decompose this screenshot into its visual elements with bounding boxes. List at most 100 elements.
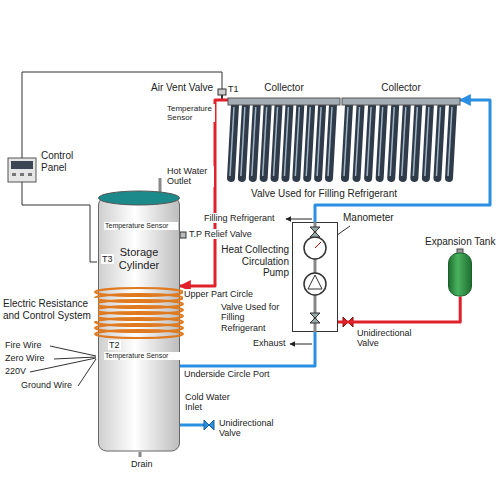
node-text: Collector (228, 82, 340, 94)
air-vent-valve (218, 89, 226, 99)
tube-highlight (230, 107, 234, 176)
part-label: Filling Refrigerant (203, 213, 276, 223)
vacuum-tube (357, 105, 361, 178)
node-text: Collector (342, 82, 460, 94)
filling-arrow (286, 219, 312, 220)
part-label: Hot Water Outlet (166, 166, 214, 187)
tube-highlight (356, 107, 360, 176)
tube-highlight (367, 107, 371, 176)
vacuum-tube (414, 105, 418, 178)
node-text: Control Panel (40, 150, 88, 173)
pipe-connector (338, 297, 460, 323)
tube-highlight (306, 107, 310, 176)
vacuum-tube (242, 105, 246, 178)
pump-station-art (292, 222, 338, 332)
part-label: 220V (4, 366, 27, 376)
part-label: Temperature Sensor (104, 222, 178, 230)
part-label: Ground Wire (20, 380, 73, 390)
drain-pipe (139, 452, 142, 457)
part-label: Unidirectional Valve (218, 418, 282, 439)
pump-station: Heat Collecting Circulation Pump (292, 222, 338, 332)
control-panel: Control Panel (40, 150, 88, 173)
part-label: Temperature Sensor (166, 104, 215, 122)
heat-exchange-coil (95, 330, 183, 338)
vacuum-tube (426, 105, 430, 178)
part-label: T3 (101, 254, 114, 264)
tube-highlight (413, 107, 417, 176)
part-label: Valve Used for Filling Refrigerant (220, 302, 290, 333)
pump-triangle (308, 275, 322, 289)
tank-cap (99, 191, 180, 205)
part-label: T2 (108, 340, 121, 350)
part-label: Air Vent Valve (150, 82, 214, 94)
vacuum-tube (285, 105, 289, 178)
node-text: Expansion Tank (424, 236, 496, 248)
expansion-tank: Expansion Tank (424, 236, 496, 297)
part-label: Upper Part Circle (183, 289, 254, 299)
vacuum-tube (380, 105, 384, 178)
tube-highlight (390, 107, 394, 176)
collector-panel-art (342, 98, 460, 182)
part-label: Manometer (342, 212, 395, 224)
collector-panel: Collector (228, 82, 340, 182)
tube-highlight (274, 107, 278, 176)
manifold (228, 98, 340, 105)
tube-highlight (284, 107, 288, 176)
vacuum-tube (345, 105, 349, 178)
control-panel-device (8, 158, 36, 182)
part-label: Zero Wire (4, 353, 46, 363)
tube-highlight (263, 107, 267, 176)
vacuum-tube (403, 105, 407, 178)
tube-highlight (241, 107, 245, 176)
node-text: Heat Collecting Circulation Pump (220, 244, 290, 279)
vacuum-tube (253, 105, 257, 178)
part-label: Unidirectional Valve (356, 328, 422, 349)
part-label: Fire Wire (4, 340, 43, 350)
sensor-wire (22, 182, 97, 262)
manometer-needle (315, 242, 321, 248)
pump-symbol (304, 273, 326, 295)
tube-highlight (402, 107, 406, 176)
part-label: T1 (227, 84, 240, 94)
vacuum-tube (329, 105, 333, 178)
tube-highlight (317, 107, 321, 176)
pipe-connector (315, 100, 490, 222)
part-label: Underside Circle Port (183, 369, 271, 379)
manifold (342, 98, 460, 105)
filling-valve (310, 313, 320, 323)
tube-highlight (344, 107, 348, 176)
collector-panel: Collector (342, 82, 460, 182)
vacuum-tube (275, 105, 279, 178)
tube-highlight (436, 107, 440, 176)
vacuum-tube (296, 105, 300, 178)
manometer-dial (304, 237, 326, 259)
expansion-tank-art (448, 249, 472, 297)
collector-panel-art (228, 98, 340, 182)
tube-highlight (328, 107, 332, 176)
vacuum-tube (264, 105, 268, 178)
part-label: Drain (130, 459, 154, 469)
vacuum-tube (449, 105, 453, 178)
vacuum-tube (307, 105, 311, 178)
part-label: Electric Resistance and Control System (2, 298, 98, 321)
vacuum-tube (368, 105, 372, 178)
check-valve (204, 420, 214, 430)
tube-highlight (252, 107, 256, 176)
sensor-wire (22, 72, 222, 158)
tube-highlight (295, 107, 299, 176)
vacuum-tube (391, 105, 395, 178)
cold-water-pipe (180, 424, 204, 427)
part-label: Cold Water Inlet (184, 392, 234, 413)
vacuum-tube (231, 105, 235, 178)
part-label: Temperature Sensor (104, 352, 180, 360)
tube-highlight (448, 107, 452, 176)
part-label: Valve Used for Filling Refrigerant (250, 188, 398, 200)
part-label: Exhaust (252, 338, 287, 348)
expansion-vessel (449, 253, 472, 296)
vacuum-tube (437, 105, 441, 178)
relief-valve (180, 232, 186, 238)
tube-highlight (379, 107, 383, 176)
pump-station-box (293, 223, 338, 332)
